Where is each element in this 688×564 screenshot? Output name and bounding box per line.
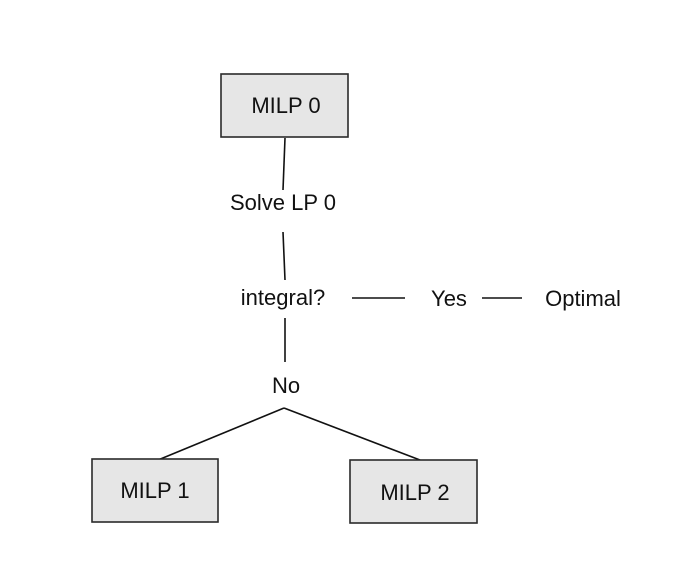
edge-no-to-milp2: [283, 407, 421, 461]
node-milp-2: MILP 2: [349, 459, 478, 524]
node-milp-0: MILP 0: [220, 73, 349, 138]
node-milp-1: MILP 1: [91, 458, 219, 523]
node-milp-0-label: MILP 0: [251, 93, 320, 118]
yes-label: Yes: [431, 286, 467, 311]
edge-root-to-solve: [282, 137, 286, 191]
node-milp-1-label: MILP 1: [120, 478, 189, 503]
edge-solve-to-integral: [282, 231, 286, 281]
node-milp-2-label: MILP 2: [380, 480, 449, 505]
no-label: No: [272, 373, 300, 398]
edge-no-to-milp1: [157, 407, 285, 461]
solve-lp-label: Solve LP 0: [230, 190, 336, 215]
optimal-label: Optimal: [545, 286, 621, 311]
integral-question-label: integral?: [241, 285, 325, 310]
